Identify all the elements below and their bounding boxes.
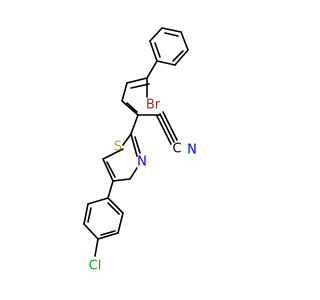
chlorophenyl-ring bbox=[83, 180, 124, 257]
molecule-structure: Br C N S N Cl bbox=[83, 27, 197, 274]
phenyl-ring bbox=[149, 27, 189, 66]
thiazole-sulfur: S bbox=[114, 140, 122, 155]
diene-chain bbox=[121, 60, 178, 145]
thiazole-nitrogen: N bbox=[137, 155, 147, 170]
thiazole-ring bbox=[102, 133, 141, 182]
chlorine-atom: Cl bbox=[89, 259, 102, 274]
nitrile-carbon: C bbox=[172, 142, 181, 157]
nitrile-nitrogen: N bbox=[187, 143, 197, 158]
bromine-atom: Br bbox=[146, 98, 161, 113]
